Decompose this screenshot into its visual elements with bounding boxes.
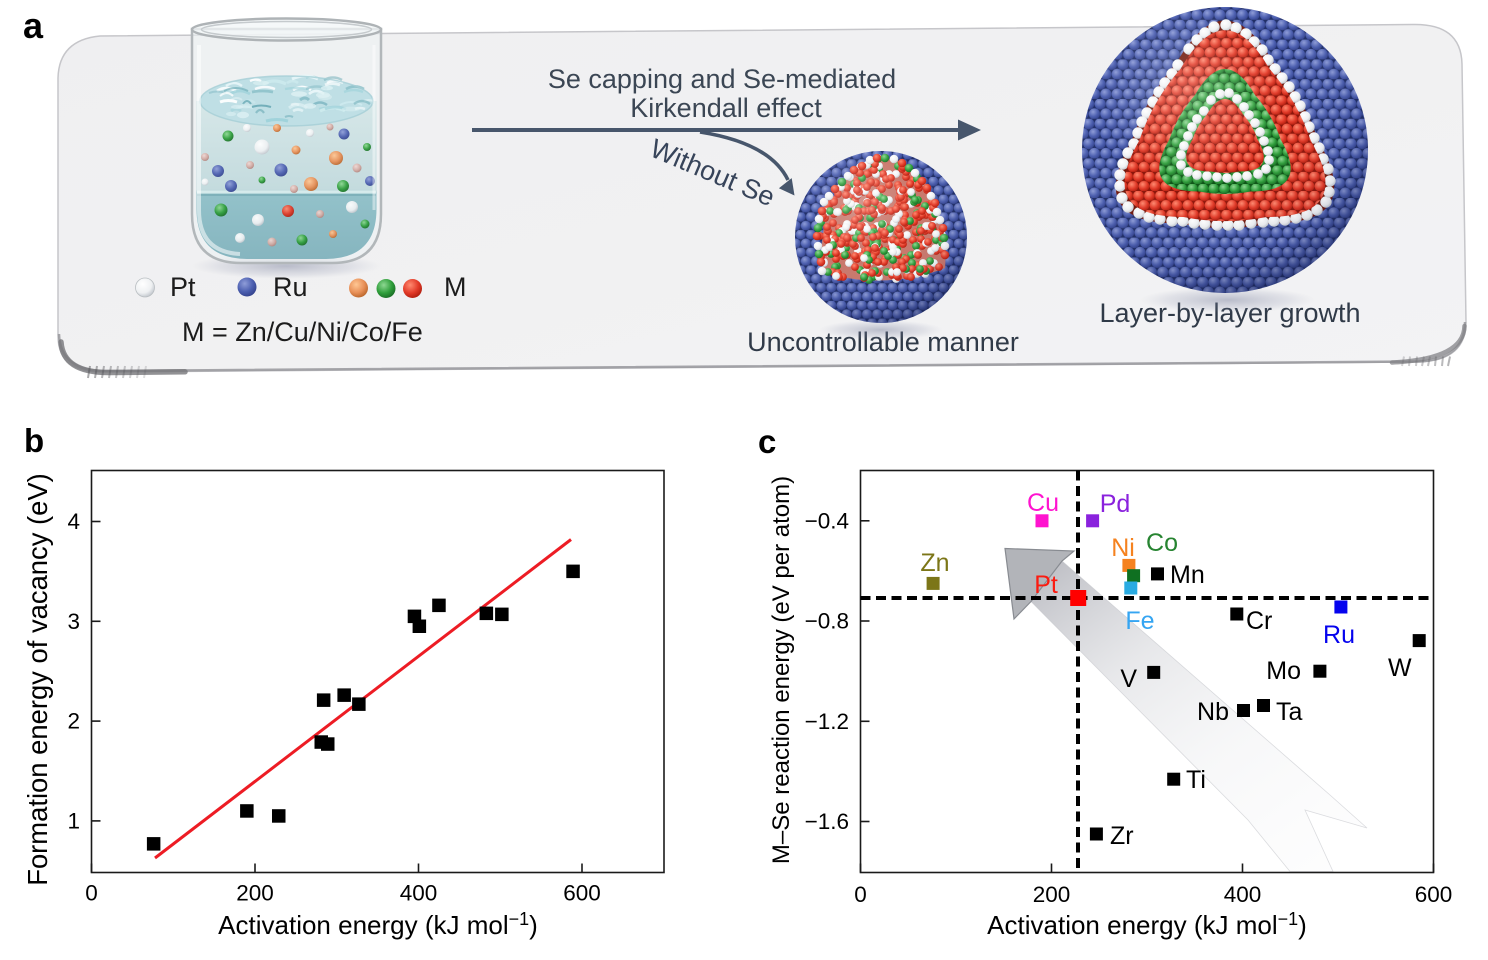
svg-text:200: 200 xyxy=(236,881,274,906)
svg-text:Co: Co xyxy=(1146,529,1178,557)
svg-text:c: c xyxy=(758,423,776,460)
svg-text:Activation energy (kJ mol−1): Activation energy (kJ mol−1) xyxy=(218,909,538,940)
svg-text:W: W xyxy=(1388,654,1412,682)
svg-text:Ni: Ni xyxy=(1111,534,1135,562)
svg-text:Zr: Zr xyxy=(1110,822,1134,850)
svg-text:M: M xyxy=(444,272,467,302)
svg-text:1: 1 xyxy=(67,808,80,833)
svg-text:Ti: Ti xyxy=(1186,766,1206,794)
svg-text:Zn: Zn xyxy=(920,549,949,577)
svg-text:Ru: Ru xyxy=(273,272,308,302)
svg-text:600: 600 xyxy=(1415,882,1453,907)
svg-text:−1.2: −1.2 xyxy=(805,709,849,734)
svg-text:Pd: Pd xyxy=(1100,490,1131,518)
svg-text:Mn: Mn xyxy=(1170,561,1205,589)
svg-text:Cu: Cu xyxy=(1027,489,1059,517)
svg-text:400: 400 xyxy=(1224,882,1262,907)
svg-text:0: 0 xyxy=(854,882,867,907)
svg-text:Formation energy of vacancy (e: Formation energy of vacancy (eV) xyxy=(22,473,53,886)
svg-text:a: a xyxy=(23,5,44,46)
svg-text:400: 400 xyxy=(400,881,438,906)
svg-text:Fe: Fe xyxy=(1125,607,1154,635)
svg-text:Cr: Cr xyxy=(1246,607,1272,635)
svg-text:Nb: Nb xyxy=(1197,698,1229,726)
svg-text:Mo: Mo xyxy=(1266,657,1301,685)
svg-text:Ta: Ta xyxy=(1276,698,1303,726)
svg-text:Pt: Pt xyxy=(170,272,196,302)
svg-text:600: 600 xyxy=(563,881,601,906)
svg-text:3: 3 xyxy=(67,609,80,634)
svg-text:−0.4: −0.4 xyxy=(805,508,849,533)
svg-text:−1.6: −1.6 xyxy=(805,809,849,834)
svg-text:200: 200 xyxy=(1033,882,1071,907)
svg-text:−0.8: −0.8 xyxy=(805,609,849,634)
svg-text:M = Zn/Cu/Ni/Co/Fe: M = Zn/Cu/Ni/Co/Fe xyxy=(182,317,423,347)
svg-text:Activation energy (kJ mol−1): Activation energy (kJ mol−1) xyxy=(987,909,1307,940)
svg-text:b: b xyxy=(24,422,44,459)
svg-text:Kirkendall effect: Kirkendall effect xyxy=(630,93,822,123)
svg-text:M–Se reaction energy (eV per a: M–Se reaction energy (eV per atom) xyxy=(768,476,795,864)
svg-text:4: 4 xyxy=(67,509,80,534)
svg-text:Ru: Ru xyxy=(1323,621,1355,649)
svg-text:Pt: Pt xyxy=(1034,571,1058,599)
svg-text:2: 2 xyxy=(67,709,80,734)
svg-text:V: V xyxy=(1120,665,1137,693)
svg-text:0: 0 xyxy=(85,881,98,906)
svg-text:Se capping and Se-mediated: Se capping and Se-mediated xyxy=(548,64,896,94)
